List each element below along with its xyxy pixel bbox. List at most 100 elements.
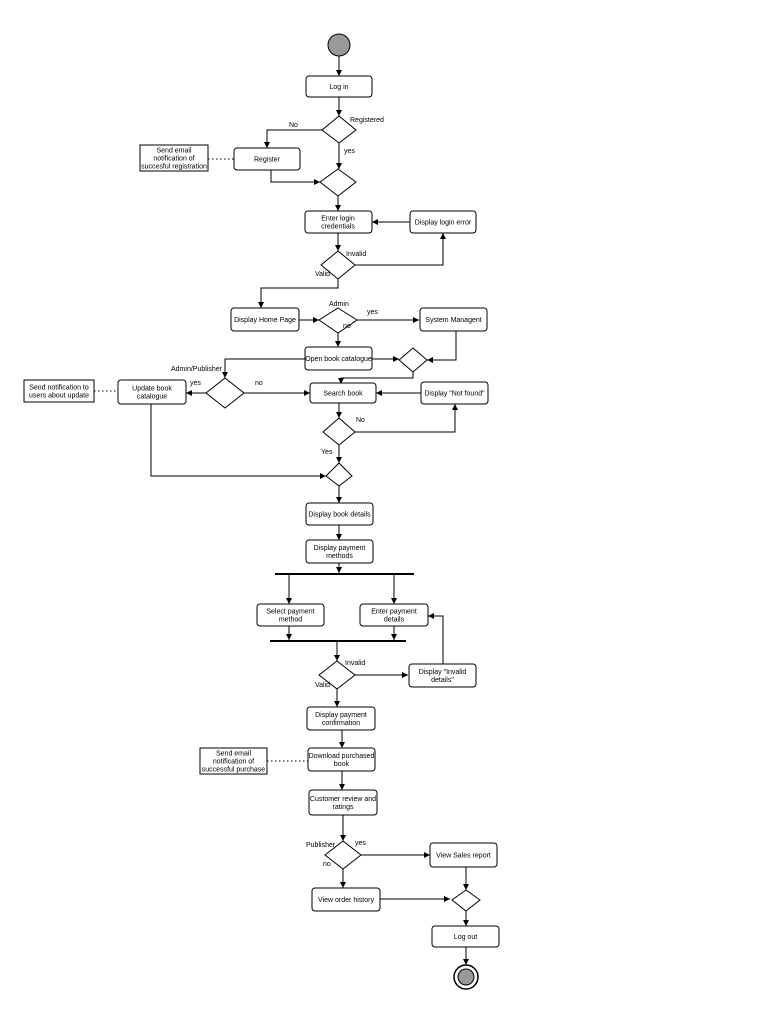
node-label-line: View Sales report xyxy=(436,853,491,860)
decision-registered xyxy=(321,115,357,144)
node-label-line: successful purchase xyxy=(202,767,266,774)
node-label-line: Display Home Page xyxy=(234,317,296,324)
label-yes-registered: yes xyxy=(344,148,355,155)
decisions xyxy=(205,115,481,912)
decision-admin-publisher xyxy=(205,377,245,409)
node-label-line: Display login error xyxy=(415,220,472,227)
node-label-line: Display book details xyxy=(308,512,371,519)
svg-text:Display book details: Display book details xyxy=(308,512,371,519)
label-yes-publisher: yes xyxy=(355,840,366,847)
start-node xyxy=(327,33,351,57)
node-label-line: Display "Not found" xyxy=(424,391,485,398)
node-home-page: Display Home Page xyxy=(230,307,300,332)
merge-search xyxy=(325,462,353,487)
node-label-line: Display payment xyxy=(315,712,367,719)
decision-publisher xyxy=(324,840,362,870)
node-label-line: Send email xyxy=(156,148,191,155)
label-registered: Registered xyxy=(350,117,384,124)
label-no-publisher: no xyxy=(323,861,331,868)
label-invalid-login: Invalid xyxy=(346,251,366,258)
edge-register-merge xyxy=(270,170,320,185)
edge-labels: No Registered yes Invalid Valid Admin ye… xyxy=(171,117,384,868)
svg-text:View Sales report: View Sales report xyxy=(436,853,491,860)
merge-registration xyxy=(319,168,357,197)
label-admin: Admin xyxy=(329,301,349,308)
svg-text:View order history: View order history xyxy=(318,897,374,904)
node-label-line: credentials xyxy=(321,224,355,231)
node-logout: Log out xyxy=(431,925,500,948)
svg-text:Open book catalogue: Open book catalogue xyxy=(305,356,372,363)
node-label-line: Send email xyxy=(216,751,251,758)
node-label-line: details" xyxy=(431,677,454,684)
node-label-line: Select payment xyxy=(266,609,314,616)
node-register: Register xyxy=(233,147,301,171)
node-label-line: method xyxy=(279,617,302,624)
node-not-found: Display "Not found" xyxy=(420,381,489,405)
node-label-line: Log out xyxy=(454,934,477,941)
node-label-line: Display payment xyxy=(314,545,366,552)
edge-update-merge xyxy=(150,404,326,479)
merge-catalogue xyxy=(398,347,428,373)
end-node xyxy=(453,964,479,990)
node-sales-report: View Sales report xyxy=(429,842,498,868)
node-label-line: Download purchased xyxy=(309,753,375,760)
label-valid-login: Valid xyxy=(315,271,330,278)
label-no-register: No xyxy=(289,122,298,129)
label-no-found: No xyxy=(356,417,365,424)
node-label-line: View order history xyxy=(318,897,374,904)
svg-text:Display login error: Display login error xyxy=(415,220,472,227)
decision-credentials-valid xyxy=(320,250,356,280)
node-label-line: System Managent xyxy=(425,317,481,324)
node-label-line: Display "Invalid xyxy=(419,669,467,676)
svg-text:Log out: Log out xyxy=(454,934,477,941)
node-label-line: notification of xyxy=(153,156,194,163)
edge-invalid-error xyxy=(355,233,446,266)
label-no-update: no xyxy=(255,380,263,387)
node-label-line: ratings xyxy=(332,804,354,811)
edge-details-enter xyxy=(428,613,444,664)
node-label-line: Log in xyxy=(329,84,348,91)
label-no-admin: no xyxy=(343,323,351,330)
node-open-catalogue: Open book catalogue xyxy=(304,346,373,371)
label-invalid-payment: Invalid xyxy=(345,660,365,667)
node-label-line: book xyxy=(334,761,350,768)
node-label-line: notification of xyxy=(213,759,254,766)
node-order-history: View order history xyxy=(311,887,381,912)
node-label-line: Enter login xyxy=(321,216,355,223)
svg-text:Search book: Search book xyxy=(323,391,363,398)
edges xyxy=(94,56,469,965)
node-login-error: Display login error xyxy=(409,210,477,234)
node-book-details: Display book details xyxy=(305,502,374,526)
node-login: Log in xyxy=(305,75,373,98)
node-label-line: Update book xyxy=(132,386,172,393)
node-label-line: users about update xyxy=(29,393,89,400)
svg-text:Display "Not found": Display "Not found" xyxy=(424,391,485,398)
svg-text:System Managent: System Managent xyxy=(425,317,481,324)
node-label-line: Search book xyxy=(323,391,363,398)
label-admin-publisher: Admin/Publisher xyxy=(171,366,223,373)
node-label-line: Customer review and xyxy=(310,796,376,803)
decision-payment-valid xyxy=(318,660,356,690)
edge-system-merge xyxy=(427,331,457,363)
